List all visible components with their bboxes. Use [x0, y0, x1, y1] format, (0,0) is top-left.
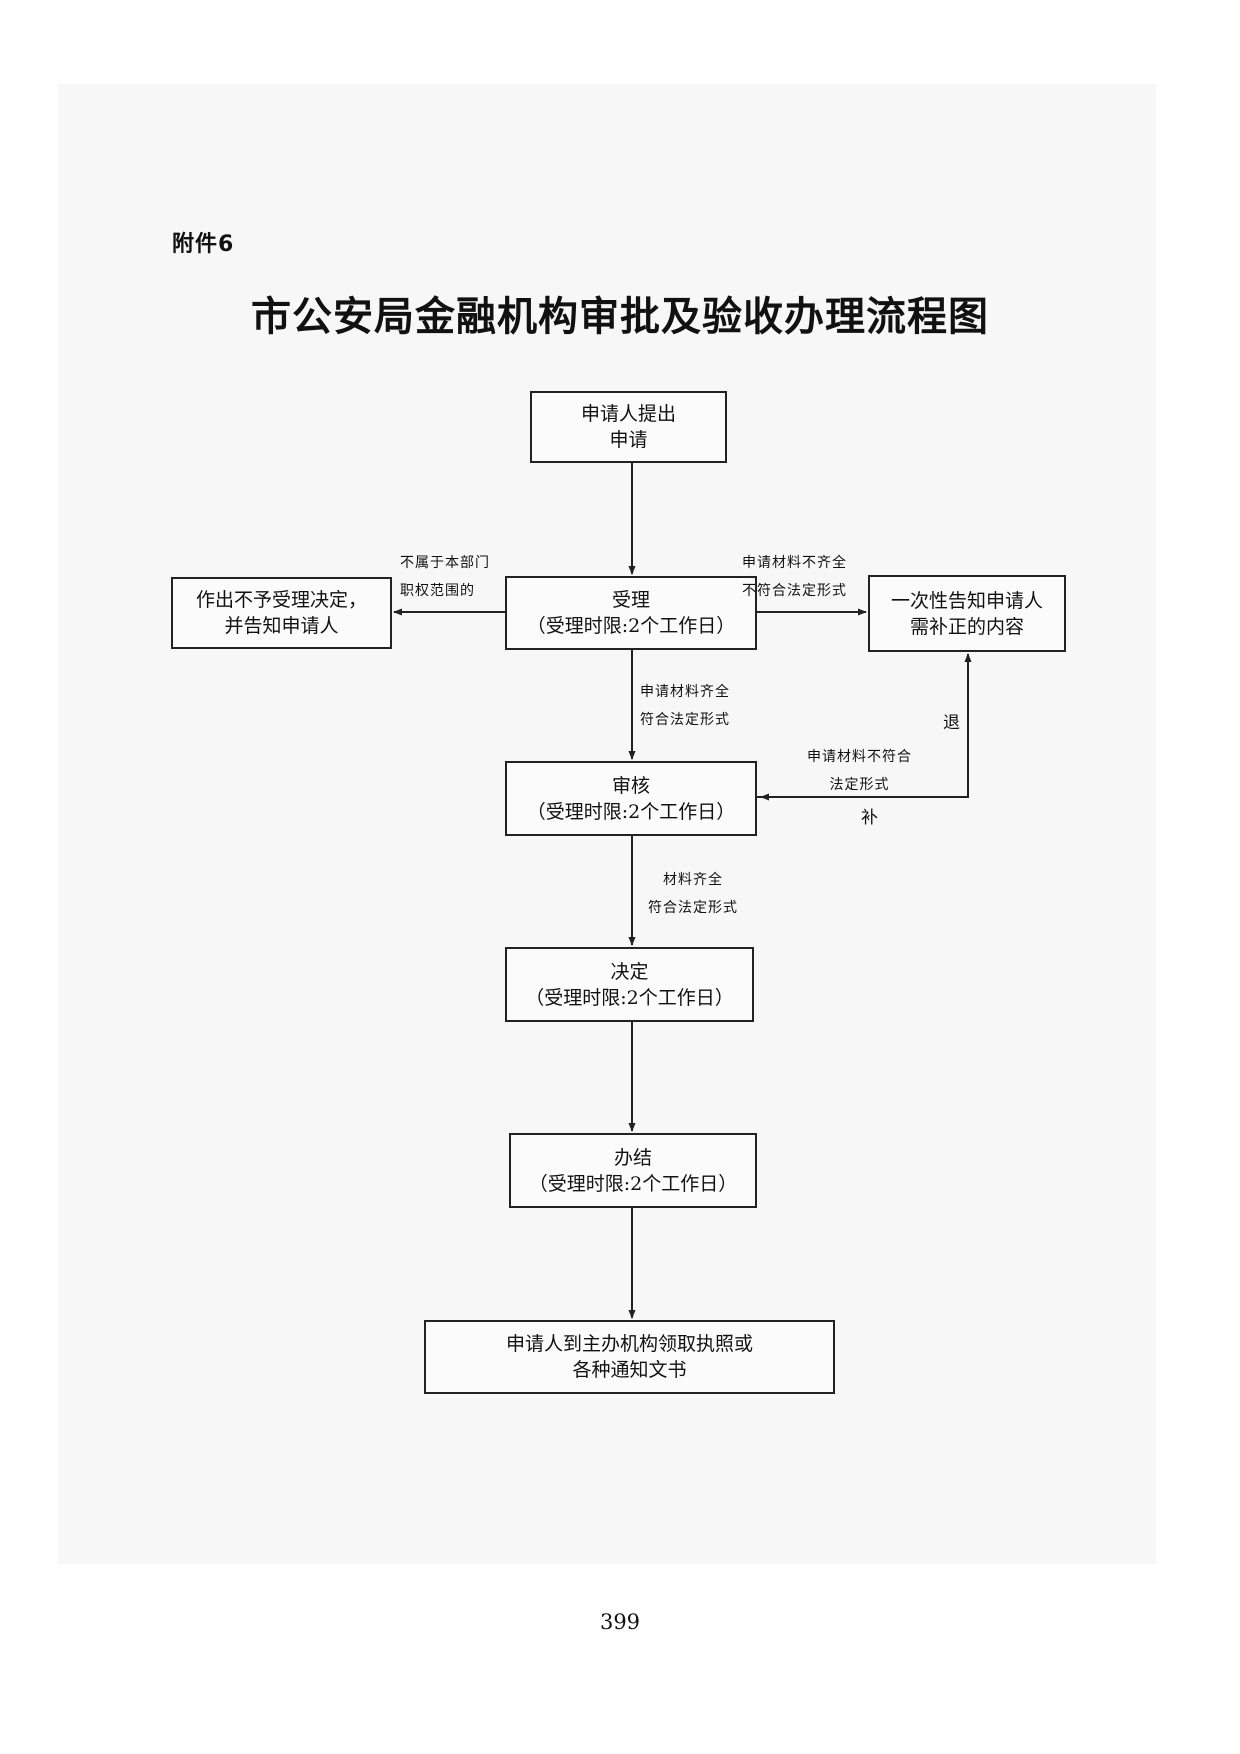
label-complete-line-1: 申请材料齐全 — [640, 684, 730, 700]
label-not-conform-line-2: 法定形式 — [829, 777, 890, 793]
label-materials-complete: 材料齐全 符合法定形式 — [648, 866, 738, 922]
label-complete: 申请材料齐全 符合法定形式 — [640, 678, 730, 734]
box-decide-line-1: 决定 — [610, 960, 649, 983]
page-number: 399 — [599, 1610, 641, 1634]
label-not-conform: 申请材料不符合 法定形式 — [807, 743, 912, 799]
label-incomplete-line-2: 不符合法定形式 — [742, 583, 847, 599]
attachment-label: 附件6 — [172, 232, 235, 257]
label-incomplete: 申请材料不齐全 不符合法定形式 — [742, 549, 847, 605]
box-finish: 办结 （受理时限:2个工作日） — [509, 1133, 757, 1208]
box-accept-line-1: 受理 — [611, 589, 650, 611]
flowchart-title: 市公安局金融机构审批及验收办理流程图 — [251, 293, 989, 340]
box-collect: 申请人到主办机构领取执照或 各种通知文书 — [424, 1320, 835, 1394]
box-collect-line-2: 各种通知文书 — [572, 1359, 687, 1381]
box-reject: 作出不予受理决定， 并告知申请人 — [171, 577, 392, 649]
box-notify-line-2: 需补正的内容 — [909, 615, 1024, 638]
label-return: 退 — [943, 713, 961, 733]
box-collect-line-1: 申请人到主办机构领取执照或 — [505, 1333, 753, 1355]
box-reject-line-1: 作出不予受理决定， — [195, 589, 367, 611]
label-not-in-scope: 不属于本部门 职权范围的 — [400, 549, 490, 605]
box-review-line-1: 审核 — [611, 774, 650, 797]
label-incomplete-line-1: 申请材料不齐全 — [742, 555, 847, 571]
box-notify-line-1: 一次性告知申请人 — [890, 589, 1043, 612]
label-complete-line-2: 符合法定形式 — [640, 712, 730, 728]
box-apply-line-1: 申请人提出 — [580, 403, 676, 425]
box-notify: 一次性告知申请人 需补正的内容 — [868, 575, 1066, 652]
box-review: 审核 （受理时限:2个工作日） — [505, 761, 757, 836]
box-finish-line-1: 办结 — [613, 1146, 652, 1169]
label-materials-complete-line-1: 材料齐全 — [663, 872, 723, 888]
label-not-in-scope-line-2: 职权范围的 — [400, 583, 475, 599]
box-accept: 受理 （受理时限:2个工作日） — [505, 576, 757, 650]
box-apply: 申请人提出 申请 — [530, 391, 727, 463]
label-materials-complete-line-2: 符合法定形式 — [648, 900, 738, 916]
box-decide: 决定 （受理时限:2个工作日） — [505, 947, 754, 1022]
box-decide-line-2: （受理时限:2个工作日） — [525, 986, 734, 1009]
label-not-conform-line-1: 申请材料不符合 — [807, 749, 912, 765]
label-not-in-scope-line-1: 不属于本部门 — [400, 555, 490, 571]
box-reject-line-2: 并告知申请人 — [224, 615, 339, 637]
box-apply-line-2: 申请 — [609, 429, 648, 451]
box-review-line-2: （受理时限:2个工作日） — [526, 800, 736, 823]
box-accept-line-2: （受理时限:2个工作日） — [526, 615, 736, 637]
box-finish-line-2: （受理时限:2个工作日） — [528, 1172, 738, 1195]
label-supplement: 补 — [861, 808, 879, 828]
